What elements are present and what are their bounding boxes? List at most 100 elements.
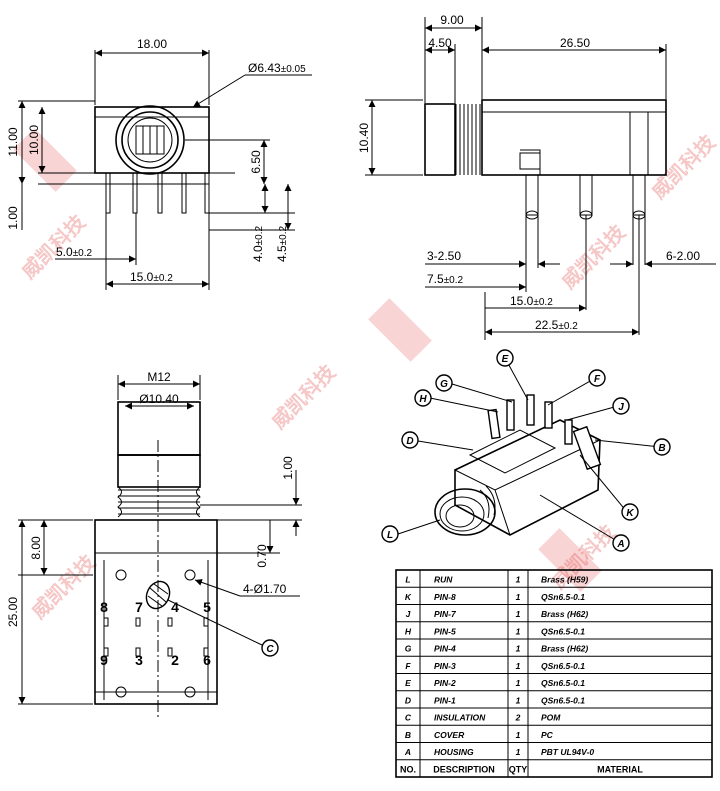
bom-description-cell: PIN-4 [434,644,456,654]
front-pin-span-dim: 15.0±0.2 [130,270,173,284]
bottom-thread-dia-dim: Ø10.40 [139,392,179,406]
side-body-outline [481,99,667,176]
iso-callouts: E F G H J D B K L A [381,349,671,552]
bom-no-cell: H [405,626,412,636]
side-pin [579,174,593,216]
bom-qty-cell: 1 [516,609,521,619]
callout-label: B [658,443,665,454]
bom-material-cell: POM [541,713,561,723]
callout-label: E [502,354,509,365]
side-pin-offset1-dim: 7.5±0.2 [427,272,464,286]
side-pin-span2-dim: 15.0±0.2 [510,294,553,308]
bom-header-material: MATERIAL [597,764,643,774]
front-view: 18.00 Ø6.43±0.05 11.00 10.00 1.00 6.50 4… [6,37,312,290]
bottom-gap2-dim: 0.70 [255,544,269,568]
bom-qty-cell: 1 [516,626,521,636]
bom-qty-cell: 1 [516,661,521,671]
pin-number-label: 3 [135,652,143,668]
bom-header-description: DESCRIPTION [433,764,495,774]
bom-description-cell: PIN-5 [434,626,456,636]
bom-no-cell: G [405,644,412,654]
bom-qty-cell: 1 [516,678,521,688]
bom-description-cell: PIN-1 [434,695,456,705]
front-pin-len2-dim: 4.5±0.2 [275,225,289,262]
iso-jack-nose [434,488,496,536]
bom-description-cell: PIN-2 [434,678,456,688]
bom-material-cell: QSn6.5-0.1 [541,592,585,602]
bottom-hole-spec-dim: 4-Ø1.70 [243,582,287,596]
bom-no-cell: C [405,713,412,723]
callout-label: A [616,539,624,550]
pin-number-label: 5 [203,599,211,615]
bom-qty-cell: 1 [516,644,521,654]
pin-number-label: 6 [203,652,211,668]
pin-number-label: 9 [100,652,108,668]
callout-label: K [626,508,634,519]
bottom-nut-gap-dim: 1.00 [281,456,295,480]
callout-label: C [266,644,274,655]
front-pin [204,172,210,214]
bom-description-cell: PIN-3 [434,661,456,671]
front-width-dim: 18.00 [137,37,167,51]
side-height-dim: 10.40 [357,123,371,153]
front-center-dim: 6.50 [249,150,263,174]
bom-material-cell: PC [541,730,554,740]
bom-description-cell: RUN [434,575,453,585]
front-pin-offset-dim: 5.0±0.2 [56,245,93,259]
callout-bubble [261,639,279,657]
callout-label: H [419,394,427,405]
watermark-text: 威凯科技 [557,219,631,293]
front-total-height-dim: 11.00 [6,127,20,156]
front-pin [105,172,111,214]
bom-no-cell: D [405,695,411,705]
bom-no-cell: F [405,661,411,671]
bom-description-cell: INSULATION [434,713,486,723]
side-view: 9.00 4.50 26.50 10.40 3-2.50 7.5±0.2 6-2… [357,13,716,340]
bom-description-cell: COVER [434,730,465,740]
callout-label: J [618,402,624,413]
isometric-view: E F G H J D B K L A [381,349,671,552]
bom-no-cell: E [405,678,411,688]
side-body-len-dim: 26.50 [560,36,590,50]
bom-material-cell: Brass (H59) [541,575,588,585]
bom-description-cell: PIN-7 [434,609,457,619]
watermark-text: 威凯科技 [267,359,341,433]
pin-number-label: 4 [171,599,179,615]
front-body-height-dim: 10.00 [27,125,41,155]
bottom-view: 8 7 4 5 9 3 2 6 M12 Ø10.40 1.00 0.70 4-Ø… [6,370,302,720]
bom-qty-cell: 1 [516,730,521,740]
front-hole-dim: Ø6.43±0.05 [248,61,306,75]
bom-no-cell: K [405,592,412,602]
bom-qty-cell: 1 [516,592,521,602]
front-pin [157,172,163,214]
bom-material-cell: PBT UL94V-0 [541,747,594,757]
bom-material-cell: QSn6.5-0.1 [541,661,585,671]
watermark-text: 威凯科技 [647,129,720,203]
front-pin [132,172,138,214]
bom-header-qty: QTY [509,764,528,774]
pin-number-label: 7 [135,599,143,615]
bom-qty-cell: 2 [515,713,521,723]
bom-description-cell: PIN-8 [434,592,456,602]
side-pin-span3-dim: 22.5±0.2 [535,318,578,332]
bom-material-cell: QSn6.5-0.1 [541,626,585,636]
bottom-nose [117,401,201,456]
front-jack-ring [115,105,185,175]
bom-header-no: NO. [400,764,416,774]
bom-no-cell: A [404,747,411,757]
watermark-layer: 威凯科技 威凯科技 威凯科技 威凯科技 威凯科技 威凯科技 [13,128,720,624]
bom-qty-cell: 1 [516,575,521,585]
watermark-logo [368,298,432,362]
callout-label: D [406,436,413,447]
side-pin [632,174,646,216]
pin-number-label: 8 [100,599,108,615]
side-pin-width2-dim: 6-2.00 [666,249,700,263]
bom-material-cell: Brass (H62) [541,609,588,619]
bom-material-cell: Brass (H62) [541,644,588,654]
front-pin-len1-dim: 4.0±0.2 [251,225,265,262]
pin-number-label: 2 [171,652,179,668]
side-pin [525,174,539,216]
front-pin [181,172,187,214]
watermark-text: 威凯科技 [17,209,91,283]
